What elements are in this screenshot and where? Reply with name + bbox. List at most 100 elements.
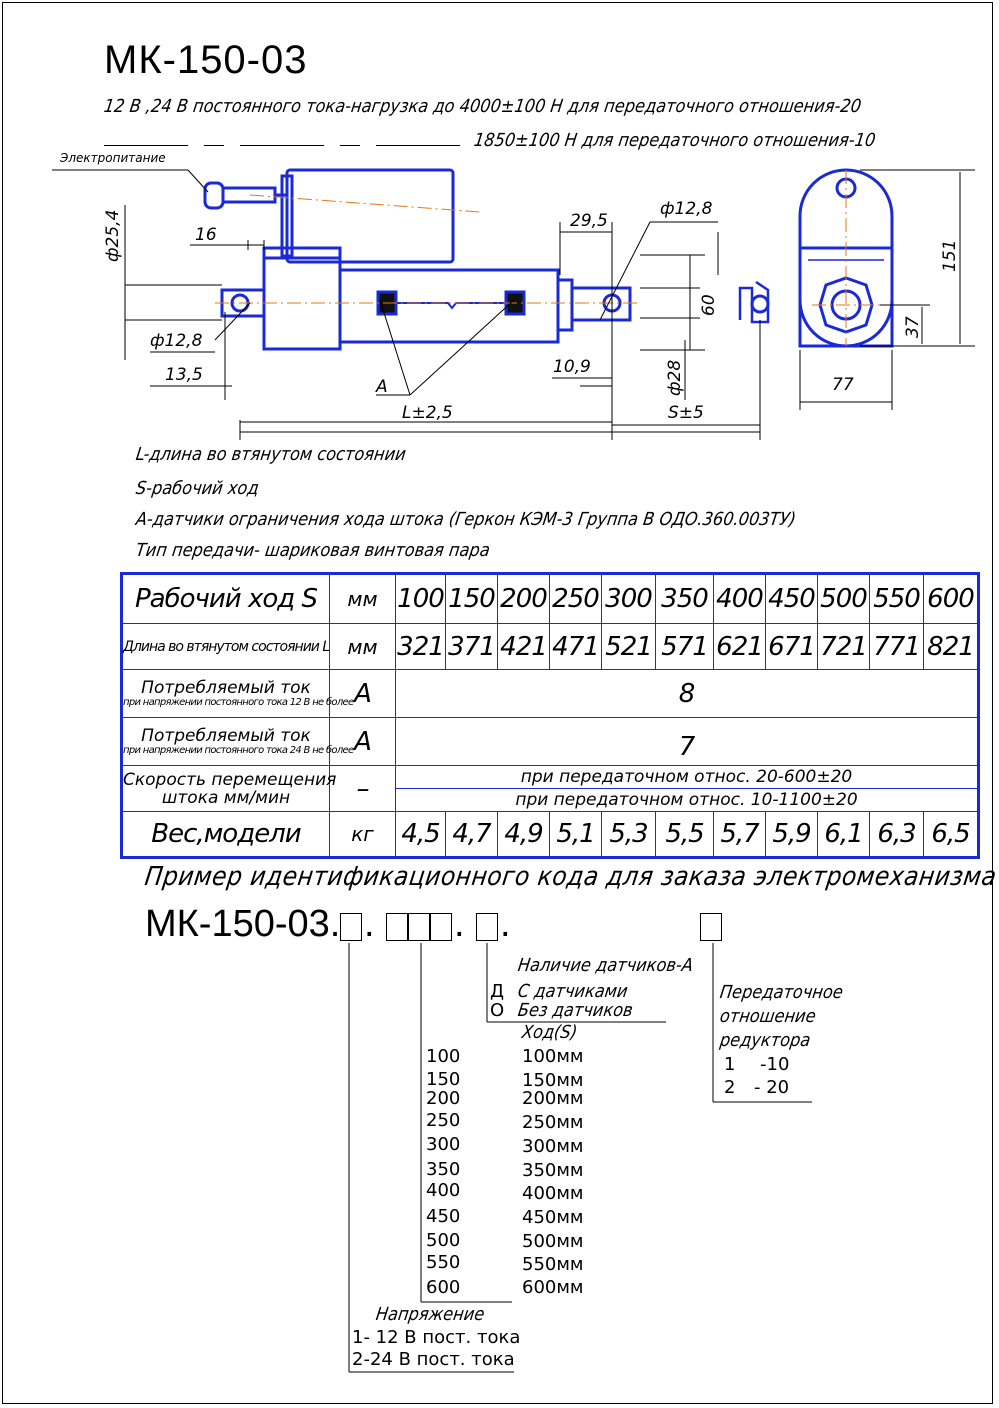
code-box-stroke [430, 913, 452, 941]
ratio-title: редуктора [718, 1030, 812, 1051]
spec-table: Рабочий ход S мм 100 150 200 250 300 350… [120, 572, 980, 859]
sensors-text: Без датчиков [516, 1000, 635, 1021]
cell-value: 371 [445, 623, 498, 670]
dim-77: 77 [832, 375, 854, 395]
cell-value: 250 [549, 573, 602, 624]
sensors-code: Д [490, 981, 505, 1002]
dim-sq60: 60 [699, 294, 719, 316]
stroke-code: 450 [426, 1206, 461, 1227]
stroke-text: 500мм [522, 1231, 584, 1252]
cell-value: 471 [549, 623, 602, 670]
dim-d25-4: ф25,4 [103, 210, 123, 262]
cell-value: 5,3 [601, 811, 656, 858]
cell-unit: A [329, 669, 396, 718]
cell-value: 6,1 [817, 811, 870, 858]
cell-label-main: Скорость перемещения [123, 769, 337, 790]
stroke-code: 500 [426, 1230, 461, 1251]
motor-endcap [280, 174, 294, 258]
dash-line [104, 145, 188, 146]
code-box-stroke [408, 913, 430, 941]
cell-unit: кг [329, 811, 396, 858]
stroke-code: 100 [426, 1046, 461, 1067]
stroke-text: 350мм [522, 1160, 584, 1181]
dash-line [204, 145, 224, 146]
cell-value: 5,7 [713, 811, 766, 858]
order-code-prefix: МК-150-03. [145, 903, 341, 945]
stroke-code: 600 [426, 1277, 461, 1298]
voltage-title: Напряжение [374, 1304, 486, 1325]
cell-label: Вес,модели [121, 811, 330, 858]
ratio-text: - 20 [754, 1077, 790, 1098]
ratio-title: Передаточное [718, 982, 845, 1003]
row-current-12v: Потребляемый ток при напряжении постоянн… [121, 669, 979, 718]
cell-value: 5,9 [765, 811, 818, 858]
dim-29-5: 29,5 [570, 211, 608, 231]
stroke-title: Ход(S) [520, 1022, 579, 1043]
code-box-sensors [476, 913, 498, 941]
cell-value: 321 [395, 623, 446, 670]
cell-value: 421 [497, 623, 550, 670]
dim-d12-8-right: ф12,8 [660, 199, 713, 219]
stroke-text: 250мм [522, 1112, 584, 1133]
stroke-text: 600мм [522, 1277, 584, 1298]
cell-unit: мм [329, 573, 396, 624]
cell-label-main: Потребляемый ток [141, 678, 311, 698]
dim-10-9: 10,9 [553, 357, 591, 377]
actuator-drawing: Электропитание ф25,4 16 ф12,8 13,5 29,5 … [52, 151, 975, 440]
stroke-code: 300 [426, 1134, 461, 1155]
ratio-code: 2 [724, 1077, 736, 1098]
cell-value: 400 [713, 573, 766, 624]
cell-unit: A [329, 717, 396, 766]
code-box-ratio [700, 913, 722, 941]
cell-value: 821 [923, 623, 979, 670]
dim-s: S±5 [668, 403, 704, 423]
code-dot: . [454, 903, 465, 945]
dash-line [376, 145, 460, 146]
voltage-option: 1- 12 В пост. тока [352, 1327, 521, 1348]
stroke-code: 200 [426, 1088, 461, 1109]
cell-value: 550 [869, 573, 924, 624]
ratio-text: -10 [760, 1054, 790, 1075]
label-a: A [375, 377, 388, 397]
cell-label: Потребляемый ток при напряжении постоянн… [121, 717, 354, 766]
cell-unit: – [329, 765, 396, 812]
cell-value: 600 [923, 573, 979, 624]
cell-value: 521 [601, 623, 656, 670]
cell-value: 621 [713, 623, 766, 670]
cell-value: 5,1 [549, 811, 602, 858]
row-stroke: Рабочий ход S мм 100 150 200 250 300 350… [121, 573, 979, 624]
cell-label-main: штока мм/мин [161, 787, 291, 808]
stroke-text: 300мм [522, 1136, 584, 1157]
ratio-code: 1 [724, 1054, 736, 1075]
cell-label: Скорость перемещения штока мм/мин [121, 765, 337, 812]
dim-d28: ф28 [665, 360, 685, 396]
code-box-stroke [386, 913, 408, 941]
stroke-text: 400мм [522, 1183, 584, 1204]
cell-label-sub: при напряжении постоянного тока 24 В не … [123, 745, 354, 756]
dash-line [340, 145, 360, 146]
cell-value: при передаточном относ. 10-1100±20 [395, 788, 979, 812]
row-current-24v: Потребляемый ток при напряжении постоянн… [121, 717, 979, 766]
label-power: Электропитание [59, 151, 166, 165]
dim-37: 37 [903, 316, 923, 338]
stroke-code: 250 [426, 1110, 461, 1131]
cell-value: 4,7 [445, 811, 498, 858]
cell-label: Длина во втянутом состоянии L [121, 623, 330, 670]
stroke-code: 400 [426, 1180, 461, 1201]
row-speed-2: при передаточном относ. 10-1100±20 [122, 788, 979, 812]
row-weight: Вес,модели кг 4,5 4,7 4,9 5,1 5,3 5,5 5,… [121, 811, 979, 858]
cell-value: 8 [395, 669, 979, 718]
cell-label: Потребляемый ток при напряжении постоянн… [121, 669, 354, 718]
stroke-text: 200мм [522, 1088, 584, 1109]
code-box-voltage [340, 913, 362, 941]
side-view-hex-nut [818, 276, 874, 334]
cell-label: Рабочий ход S [121, 573, 330, 624]
cell-label-main: Потребляемый ток [141, 726, 311, 746]
code-dot: . [364, 903, 375, 945]
stroke-code: 150 [426, 1069, 461, 1090]
sensors-code: О [490, 1000, 505, 1021]
cell-value: 100 [395, 573, 446, 624]
cell-value: 150 [445, 573, 498, 624]
dash-line [240, 145, 324, 146]
row-length: Длина во втянутом состоянии L мм 321 371… [121, 623, 979, 670]
